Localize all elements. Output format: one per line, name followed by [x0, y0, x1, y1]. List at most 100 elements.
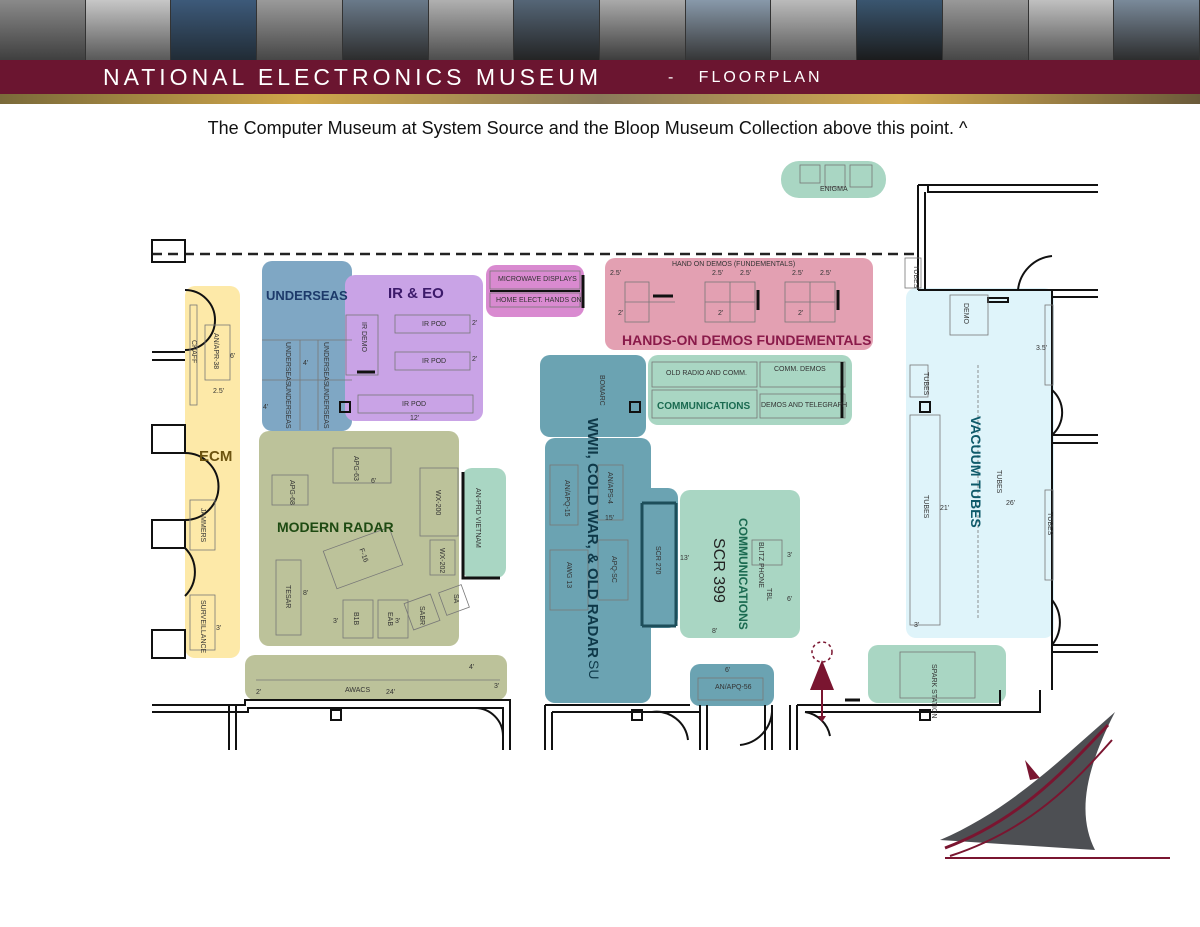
exhibit-ir-pod-1: IR POD — [422, 321, 447, 328]
zone-spark-station[interactable] — [868, 645, 1006, 703]
banner-photo — [942, 0, 1029, 62]
header-banner — [0, 0, 1200, 104]
photo-strip — [0, 0, 1200, 62]
zone-an-prd[interactable] — [462, 468, 506, 578]
dim-label: 24' — [386, 689, 396, 696]
dim-label: 4' — [303, 360, 309, 367]
label-an-apq56: AN/APQ-56 — [715, 684, 752, 691]
exhibit-wx202: WX-202 — [438, 548, 445, 574]
banner-photo — [771, 0, 858, 62]
label-ir-eo: IR & EO — [388, 285, 444, 302]
dim-label: 8' — [303, 590, 309, 597]
label-communications: COMMUNICATIONS — [736, 518, 750, 630]
banner-photo — [85, 0, 172, 62]
dim-label: 2' — [472, 320, 478, 327]
label-awacs: AWACS — [345, 687, 371, 694]
museum-logo — [940, 712, 1170, 859]
dim-label: 2' — [256, 689, 262, 696]
exhibit-tubes-5: TUBES — [1046, 512, 1053, 536]
banner-photo — [428, 0, 515, 62]
exhibit-tubes-1: TUBES — [912, 265, 919, 289]
label-communications-small: COMMUNICATIONS — [657, 401, 751, 412]
banner-photo — [0, 0, 86, 62]
banner-photo — [600, 0, 686, 62]
dim-label: 2.5' — [792, 270, 804, 277]
exhibit-awg13: AWG 13 — [565, 562, 572, 589]
zone-hands-on[interactable] — [605, 258, 873, 350]
label-modern-radar: MODERN RADAR — [277, 519, 394, 535]
dim-label: 12' — [410, 415, 420, 422]
banner-photo — [857, 0, 943, 62]
exhibit-underseas-4: UNDERSEAS — [322, 385, 329, 429]
banner-bottom-strip — [0, 94, 1200, 104]
dim-label: 2' — [618, 310, 624, 317]
exhibit-tubes-3: TUBES — [922, 495, 929, 519]
exhibit-demo: DEMO — [962, 303, 969, 324]
dim-label: 2.5' — [213, 388, 225, 395]
dim-label: 26' — [1006, 500, 1016, 507]
dim-label: 15' — [605, 515, 615, 522]
exhibit-b1b: B1B — [352, 612, 359, 626]
label-home-elect: HOME ELECT. HANDS ON — [496, 297, 582, 304]
label-hands-on-small: HAND ON DEMOS (FUNDEMENTALS) — [672, 261, 796, 268]
zone-underseas[interactable] — [262, 261, 352, 431]
exhibit-ir-pod-2: IR POD — [422, 358, 447, 365]
page-title: NATIONAL ELECTRONICS MUSEUM — [103, 64, 603, 90]
exhibit-scr270: SCR 270 — [654, 546, 661, 575]
zone-communications[interactable] — [680, 490, 800, 638]
zone-enigma[interactable] — [781, 161, 886, 198]
dim-label: 2.5' — [820, 270, 832, 277]
zone-ir-eo[interactable] — [345, 275, 483, 421]
zone-scr270[interactable] — [640, 488, 678, 628]
exhibit-underseas-1: UNDERSEAS — [284, 342, 291, 386]
dim-label: 6' — [787, 596, 793, 603]
dim-label: 2' — [472, 356, 478, 363]
zone-awacs[interactable] — [245, 655, 507, 700]
exhibit-bomarc: BOMARC — [598, 375, 605, 406]
zone-an-apq56[interactable] — [690, 664, 774, 706]
exhibit-chaff: CHAFF — [190, 340, 197, 364]
zone-bomarc[interactable] — [540, 355, 646, 437]
label-old-radio: OLD RADIO AND COMM. — [666, 370, 747, 377]
exhibit-jammers: JAMMERS — [199, 508, 206, 543]
dim-label: 4' — [263, 404, 269, 411]
banner-photo — [685, 0, 772, 62]
dim-label: 3.5' — [1036, 345, 1048, 352]
dim-label: 3' — [333, 618, 339, 625]
exhibit-wx200: WX-200 — [434, 490, 441, 516]
page-subtitle: - FLOORPLAN — [668, 69, 823, 87]
zone-vacuum-tubes[interactable] — [906, 288, 1054, 638]
dim-label: 2.5' — [740, 270, 752, 277]
banner-photo — [257, 0, 343, 62]
exhibit-an-apr38: AN/APR-38 — [212, 333, 219, 370]
exhibit-surveillance: SURVEILLANCE — [199, 600, 206, 654]
label-comm-demos: COMM. DEMOS — [774, 366, 826, 373]
dim-label: 3' — [395, 618, 401, 625]
dim-label: 13' — [680, 555, 690, 562]
floor-note: The Computer Museum at System Source and… — [207, 118, 968, 138]
exhibit-blitz: BLITZ PHONE — [757, 542, 764, 588]
exhibit-apg63: APG-63 — [352, 456, 359, 481]
dim-label: 2.5' — [712, 270, 724, 277]
exhibit-tbl: TBL — [765, 588, 772, 601]
banner-photo — [1028, 0, 1115, 62]
label-underseas: UNDERSEAS — [266, 288, 348, 303]
exhibit-underseas-3: UNDERSEAS — [284, 385, 291, 429]
dim-label: 21' — [940, 505, 950, 512]
exhibit-apg68: APG-68 — [288, 480, 295, 505]
exhibit-an-prd: AN-PRD VIETNAM — [474, 488, 481, 548]
exhibit-ir-pod-3: IR POD — [402, 401, 427, 408]
dim-label: 4' — [469, 664, 475, 671]
dim-label: 6' — [230, 353, 236, 360]
dim-label: 6' — [371, 478, 377, 485]
exhibit-tesar: TESAR — [284, 585, 291, 609]
title-separator: - — [668, 69, 677, 86]
dim-label: 3' — [787, 552, 793, 559]
dim-label: 2' — [718, 310, 724, 317]
exhibit-an-apq15: AN/APQ-15 — [563, 480, 570, 517]
exhibit-tubes-2: TUBES — [922, 372, 929, 396]
exhibit-sabr: SABR — [418, 606, 425, 626]
dim-label: 2' — [798, 310, 804, 317]
label-demos-telegraph: DEMOS AND TELEGRAPH — [761, 402, 848, 409]
